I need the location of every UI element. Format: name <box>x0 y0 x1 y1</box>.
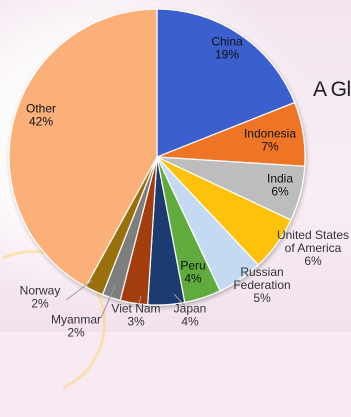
slice-percent-india: 6% <box>271 185 289 199</box>
slice-name-russian-federation: Federation <box>233 278 290 292</box>
slice-percent-russian-federation: 5% <box>253 291 271 305</box>
slice-name-norway: Norway <box>20 284 61 298</box>
slice-name-myanmar: Myanmar <box>51 313 101 327</box>
slice-name-japan: Japan <box>174 302 207 316</box>
slice-name-russian-federation: Russian <box>240 265 283 279</box>
slice-name-india: India <box>267 172 293 186</box>
leader-line-myanmar <box>100 285 116 319</box>
pie-slice-china <box>156 8 296 158</box>
slice-percent-peru: 4% <box>184 272 202 286</box>
slice-name-united-states-of-america: United States <box>277 228 349 242</box>
slice-name-other: Other <box>26 102 56 116</box>
slice-percent-viet-nam: 3% <box>127 315 145 329</box>
slice-percent-japan: 4% <box>181 315 199 329</box>
slice-name-china: China <box>211 35 243 49</box>
leader-line-viet-nam <box>137 295 142 307</box>
page-title-fragment: A Gl <box>313 78 351 101</box>
slice-percent-indonesia: 7% <box>261 140 279 154</box>
slice-name-viet-nam: Viet Nam <box>111 302 160 316</box>
leader-lines <box>65 279 186 319</box>
pie-slices <box>8 8 306 306</box>
pie-slice-other <box>8 8 158 288</box>
slice-percent-united-states-of-america: 6% <box>304 254 322 268</box>
leader-line-norway <box>65 279 94 301</box>
leader-line-japan <box>173 293 186 307</box>
slice-percent-other: 42% <box>29 115 53 129</box>
slice-percent-norway: 2% <box>31 297 49 311</box>
slice-name-united-states-of-america: of America <box>285 241 342 255</box>
slice-percent-myanmar: 2% <box>67 326 85 340</box>
slice-name-peru: Peru <box>180 259 205 273</box>
slice-percent-china: 19% <box>215 48 239 62</box>
slice-name-indonesia: Indonesia <box>244 127 296 141</box>
